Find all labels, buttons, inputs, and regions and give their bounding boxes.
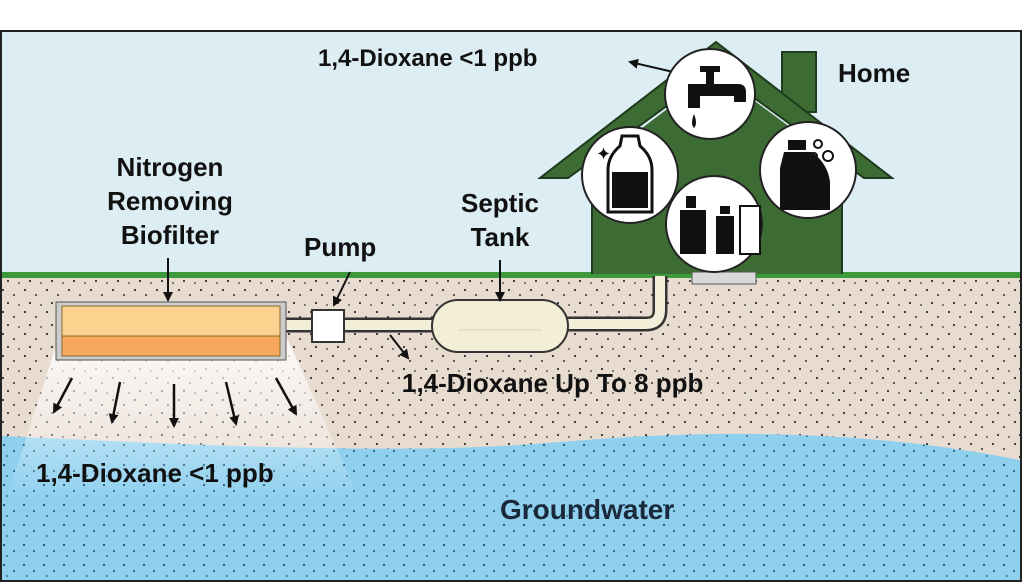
biofilter-label: Nitrogen Removing Biofilter	[80, 150, 260, 252]
septic-label-line-1: Septic	[460, 188, 540, 218]
infiltration-zone	[6, 340, 360, 500]
septic-tank	[431, 299, 569, 353]
pipe-system	[280, 276, 668, 333]
pipe-dioxane-label: 1,4-Dioxane Up To 8 ppb	[402, 368, 704, 398]
pump-label: Pump	[304, 232, 377, 262]
grass-line	[2, 272, 1020, 278]
biofilter-label-line-2: Removing	[107, 186, 233, 216]
septic-label-line-2: Tank	[470, 222, 530, 252]
svg-text:✦: ✦	[596, 144, 611, 165]
biofilter-label-line-1: Nitrogen	[116, 152, 224, 182]
personal-care-icon	[665, 175, 763, 273]
groundwater-dioxane-label: 1,4-Dioxane <1 ppb	[36, 458, 274, 488]
pump	[311, 309, 345, 343]
groundwater-label: Groundwater	[500, 494, 675, 525]
dish-soap-icon: ✦	[581, 126, 679, 224]
infiltration-arrows	[52, 377, 298, 428]
home-label: Home	[838, 58, 911, 88]
pump-pointer	[332, 271, 351, 307]
diagram-frame	[0, 30, 1022, 582]
detergent-bottle-icon	[759, 121, 857, 219]
septic-tank-label: Septic Tank	[440, 186, 560, 254]
biofilter	[55, 301, 287, 361]
biofilter-label-line-3: Biofilter	[120, 220, 220, 250]
tap-dioxane-label: 1,4-Dioxane <1 ppb	[318, 45, 538, 72]
pipe-flow-pointer	[389, 334, 410, 360]
water-faucet-icon	[664, 48, 756, 140]
